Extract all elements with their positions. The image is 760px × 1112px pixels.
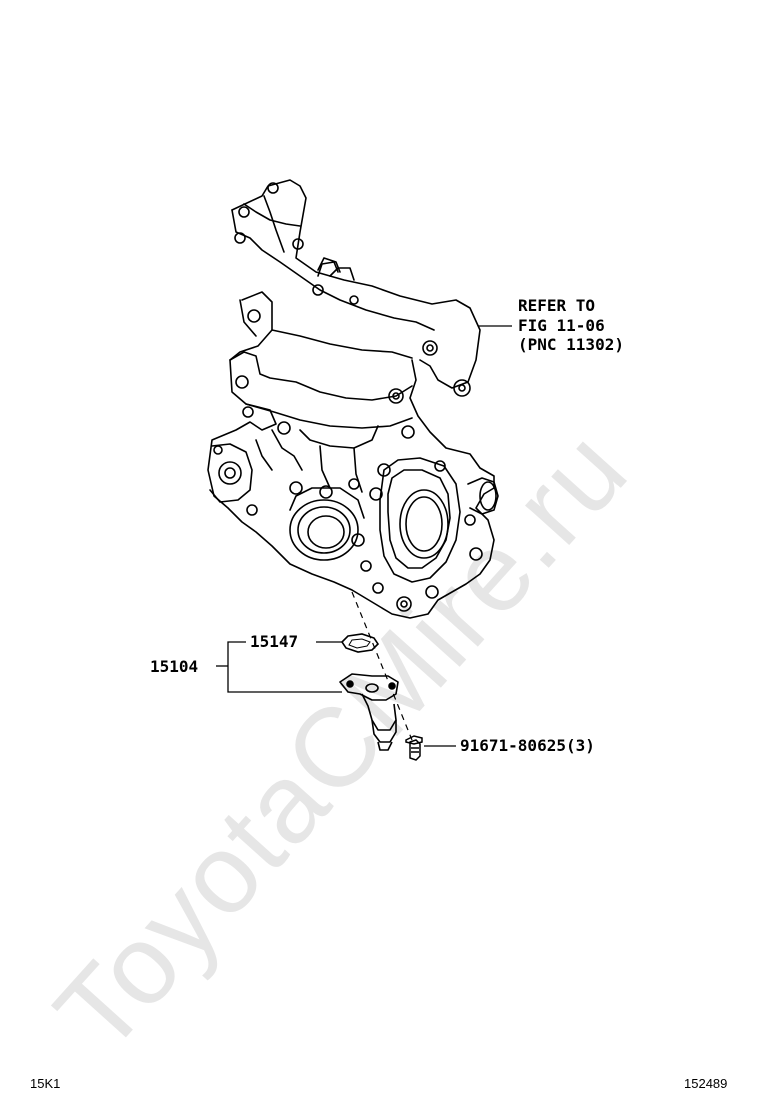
footer-right-code: 152489 xyxy=(684,1076,728,1091)
bolt-drawing xyxy=(405,735,423,761)
part-number-bolt[interactable]: 91671-80625(3) xyxy=(460,736,595,755)
alignment-line xyxy=(351,591,413,741)
footer-left-code: 15K1 xyxy=(30,1076,61,1091)
oil-control-valve-drawing xyxy=(339,673,399,751)
timing-cover-drawing xyxy=(207,179,499,619)
part-number-15147[interactable]: 15147 xyxy=(250,632,299,651)
leader-lines xyxy=(216,325,512,747)
gasket-drawing xyxy=(340,633,380,653)
refer-fig-label: FIG 11-06 xyxy=(518,316,605,335)
part-number-15104[interactable]: 15104 xyxy=(150,657,199,676)
refer-to-label: REFER TO xyxy=(518,296,596,315)
refer-pnc-label: (PNC 11302) xyxy=(518,335,624,354)
